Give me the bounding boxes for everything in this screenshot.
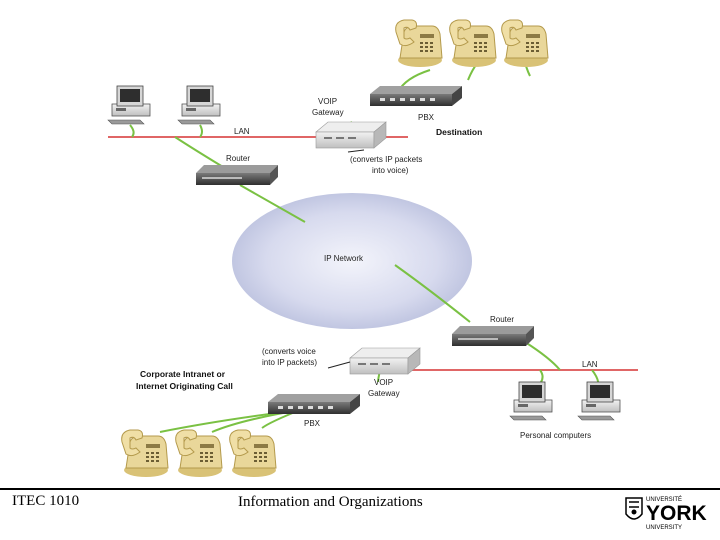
pointer-arrow-top bbox=[347, 149, 365, 153]
logo-text-york: YORK bbox=[646, 502, 707, 525]
lan-label-bottom: LAN bbox=[582, 360, 598, 369]
voip-gateway-label-top-1: VOIP bbox=[318, 97, 337, 106]
pbx-label-top: PBX bbox=[418, 113, 435, 122]
router-label-top: Router bbox=[226, 154, 250, 163]
logo-text-universite: UNIVERSITÉ bbox=[646, 496, 682, 503]
converts-note-top-2: into voice) bbox=[372, 166, 409, 175]
logo-text-university: UNIVERSITY bbox=[646, 525, 682, 531]
course-code: ITEC 1010 bbox=[12, 493, 80, 509]
phone-icon bbox=[395, 19, 443, 68]
york-university-logo: UNIVERSITÉ YORK UNIVERSITY bbox=[625, 496, 707, 531]
phone-icon bbox=[449, 19, 497, 68]
origin-label-2: Internet Originating Call bbox=[136, 381, 233, 391]
voip-gateway-label-top-2: Gateway bbox=[312, 108, 344, 117]
crest-icon bbox=[625, 497, 643, 520]
computer-icon bbox=[177, 85, 221, 125]
phone-icon bbox=[229, 429, 277, 478]
voip-gateway-device-icon bbox=[349, 347, 421, 375]
footer-rule bbox=[0, 488, 720, 490]
router-device-icon bbox=[196, 165, 278, 185]
converts-note-bottom-1: (converts voice bbox=[262, 347, 316, 356]
router-device-icon bbox=[452, 326, 534, 346]
pointer-arrow-bottom bbox=[327, 361, 351, 369]
pbx-label-bottom: PBX bbox=[304, 419, 321, 428]
course-title: Information and Organizations bbox=[238, 494, 423, 510]
ip-network-label: IP Network bbox=[324, 254, 364, 263]
origin-label-1: Corporate Intranet or bbox=[140, 369, 226, 379]
voip-gateway-label-bottom-2: Gateway bbox=[368, 389, 400, 398]
destination-label: Destination bbox=[436, 127, 482, 137]
ip-network-cloud bbox=[232, 193, 472, 329]
voip-gateway-device-icon bbox=[315, 121, 387, 149]
pbx-device-icon bbox=[370, 86, 462, 106]
computer-icon bbox=[509, 381, 553, 421]
phone-icon bbox=[121, 429, 169, 478]
computer-icon bbox=[577, 381, 621, 421]
pbx-device-icon bbox=[268, 394, 360, 414]
lan-label-top: LAN bbox=[234, 127, 250, 136]
converts-note-bottom-2: into IP packets) bbox=[262, 358, 317, 367]
computer-icon bbox=[107, 85, 151, 125]
voip-gateway-label-bottom-1: VOIP bbox=[374, 378, 393, 387]
personal-computers-label: Personal computers bbox=[520, 431, 591, 440]
converts-note-top-1: (converts IP packets bbox=[350, 155, 422, 164]
router-label-bottom: Router bbox=[490, 315, 514, 324]
phone-icon bbox=[175, 429, 223, 478]
phone-icon bbox=[501, 19, 549, 68]
